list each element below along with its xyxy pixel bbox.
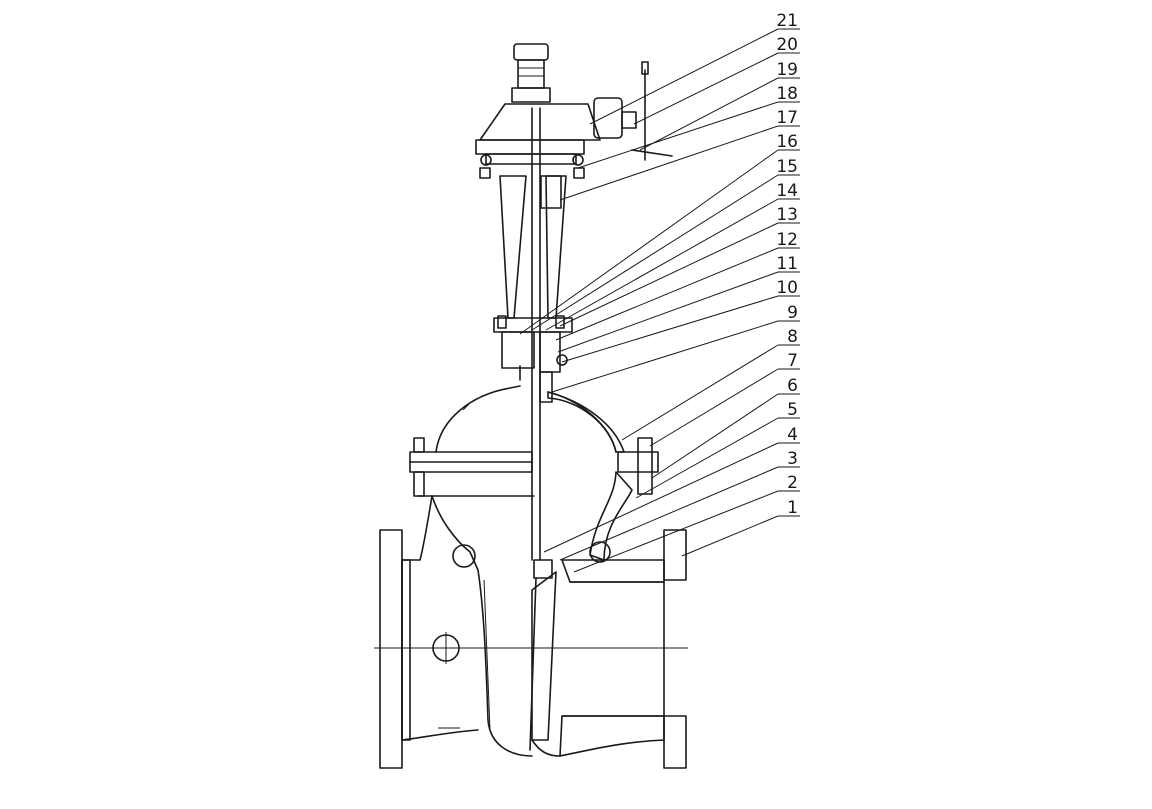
callout-13: 13 <box>776 205 798 225</box>
callout-2: 2 <box>787 473 798 493</box>
callout-3: 3 <box>787 449 798 469</box>
callout-8: 8 <box>787 327 798 347</box>
body-bonnet-flange <box>409 437 659 497</box>
valve-body <box>374 495 688 769</box>
callout-17: 17 <box>776 108 798 128</box>
callout-10: 10 <box>776 278 798 298</box>
gear-operator <box>475 43 673 179</box>
callout-labels: 21 20 19 18 17 16 15 14 13 12 11 10 9 8 … <box>776 11 798 518</box>
callout-15: 15 <box>776 157 798 177</box>
callout-11: 11 <box>776 254 798 274</box>
callout-6: 6 <box>787 376 798 396</box>
callout-4: 4 <box>787 425 798 445</box>
callout-12: 12 <box>776 230 798 250</box>
callout-21: 21 <box>776 11 798 31</box>
callout-leaders <box>519 28 800 573</box>
callout-9: 9 <box>787 303 798 323</box>
callout-16: 16 <box>776 132 798 152</box>
bonnet <box>435 385 625 453</box>
callout-14: 14 <box>776 181 798 201</box>
callout-5: 5 <box>787 400 798 420</box>
callout-19: 19 <box>776 60 798 80</box>
callout-1: 1 <box>787 498 798 518</box>
callout-20: 20 <box>776 35 798 55</box>
yoke <box>499 107 567 561</box>
callout-18: 18 <box>776 84 798 104</box>
valve-body-section <box>529 471 687 769</box>
callout-7: 7 <box>787 351 798 371</box>
